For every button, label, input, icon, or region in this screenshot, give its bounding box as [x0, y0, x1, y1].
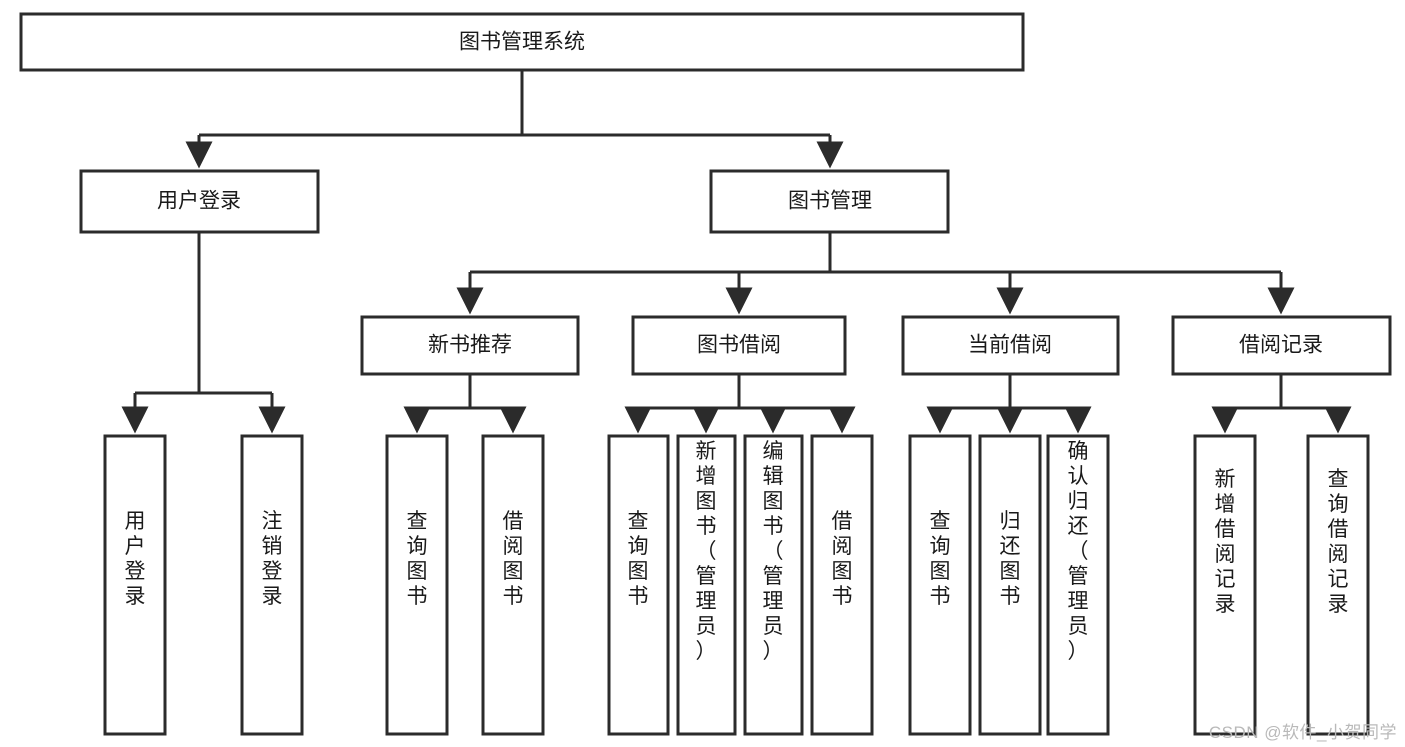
node-leaf-user-login[interactable]: 用户登录	[103, 434, 167, 736]
node-current-borrow-label: 当前借阅	[968, 334, 1052, 357]
node-leaf-return-book[interactable]: 归还图书	[978, 434, 1042, 736]
node-leaf-user-login-label: 用户登录	[125, 510, 146, 608]
node-user-login[interactable]: 用户登录	[79, 169, 320, 234]
connectors-layer	[121, 70, 1352, 434]
node-leaf-add-record-label: 新增借阅记录	[1215, 468, 1236, 616]
node-leaf-edit-book[interactable]: 编辑图书（管理员）	[743, 434, 804, 736]
node-leaf-query-record[interactable]: 查询借阅记录	[1306, 434, 1370, 736]
node-leaf-add-book-box[interactable]	[676, 434, 737, 736]
node-leaf-borrow-book-2-label: 借阅图书	[832, 510, 853, 608]
node-leaf-return-book-label: 归还图书	[1000, 510, 1021, 608]
node-borrow-record[interactable]: 借阅记录	[1171, 315, 1392, 376]
node-leaf-return-book-box[interactable]	[978, 434, 1042, 736]
node-root[interactable]: 图书管理系统	[19, 12, 1025, 72]
node-root-label: 图书管理系统	[459, 31, 585, 54]
node-book-management[interactable]: 图书管理	[709, 169, 950, 234]
node-leaf-query-book-2[interactable]: 查询图书	[607, 434, 670, 736]
node-leaf-borrow-book-2-box[interactable]	[810, 434, 874, 736]
node-user-login-box[interactable]	[79, 169, 320, 234]
node-leaf-query-book-3-label: 查询图书	[930, 510, 951, 608]
node-borrow-record-box[interactable]	[1171, 315, 1392, 376]
node-new-book-recommend-label: 新书推荐	[428, 334, 512, 357]
node-user-login-label: 用户登录	[157, 190, 241, 213]
node-new-book-recommend[interactable]: 新书推荐	[360, 315, 580, 376]
node-current-borrow-box[interactable]	[901, 315, 1120, 376]
node-leaf-logout-login-box[interactable]	[240, 434, 304, 736]
node-new-book-recommend-box[interactable]	[360, 315, 580, 376]
node-current-borrow[interactable]: 当前借阅	[901, 315, 1120, 376]
node-leaf-edit-book-label: 编辑图书（管理员）	[763, 440, 784, 663]
node-leaf-query-book-3-box[interactable]	[908, 434, 972, 736]
node-leaf-borrow-book-2[interactable]: 借阅图书	[810, 434, 874, 736]
node-book-borrow[interactable]: 图书借阅	[631, 315, 847, 376]
node-leaf-user-login-box[interactable]	[103, 434, 167, 736]
node-leaf-query-book-1-label: 查询图书	[407, 510, 428, 608]
node-book-borrow-label: 图书借阅	[697, 334, 781, 357]
node-borrow-record-label: 借阅记录	[1239, 334, 1323, 357]
node-leaf-add-book[interactable]: 新增图书（管理员）	[676, 434, 737, 736]
node-leaf-logout-login[interactable]: 注销登录	[240, 434, 304, 736]
node-leaf-borrow-book-1-label: 借阅图书	[503, 510, 524, 608]
node-leaf-add-record-box[interactable]	[1193, 434, 1257, 736]
node-leaf-confirm-return-label: 确认归还（管理员）	[1068, 440, 1089, 663]
node-book-management-label: 图书管理	[788, 190, 872, 213]
node-leaf-query-book-1-box[interactable]	[385, 434, 449, 736]
node-leaf-logout-login-label: 注销登录	[262, 510, 283, 608]
watermark-label: CSDN @软件_小贺同学	[1208, 723, 1397, 742]
node-leaf-confirm-return-box[interactable]	[1046, 434, 1110, 736]
node-leaf-borrow-book-1[interactable]: 借阅图书	[481, 434, 545, 736]
node-leaf-confirm-return[interactable]: 确认归还（管理员）	[1046, 434, 1110, 736]
node-root-box[interactable]	[19, 12, 1025, 72]
node-leaf-query-record-label: 查询借阅记录	[1328, 468, 1349, 616]
node-leaf-query-book-2-label: 查询图书	[628, 510, 649, 608]
node-book-borrow-box[interactable]	[631, 315, 847, 376]
node-leaf-query-record-box[interactable]	[1306, 434, 1370, 736]
node-leaf-query-book-2-box[interactable]	[607, 434, 670, 736]
node-leaf-edit-book-box[interactable]	[743, 434, 804, 736]
node-leaf-query-book-1[interactable]: 查询图书	[385, 434, 449, 736]
node-leaf-add-record[interactable]: 新增借阅记录	[1193, 434, 1257, 736]
node-leaf-borrow-book-1-box[interactable]	[481, 434, 545, 736]
node-leaf-query-book-3[interactable]: 查询图书	[908, 434, 972, 736]
node-book-management-box[interactable]	[709, 169, 950, 234]
node-leaf-add-book-label: 新增图书（管理员）	[696, 440, 717, 663]
